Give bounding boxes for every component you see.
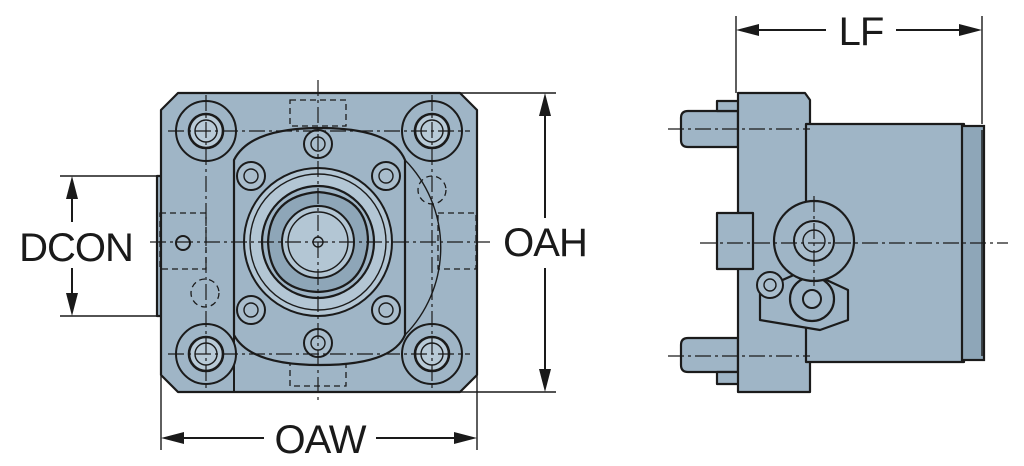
screw-upper-right <box>371 161 401 191</box>
front-view <box>150 80 490 400</box>
side-view <box>668 91 1008 394</box>
side-port <box>175 235 191 251</box>
lf-label: LF <box>839 10 884 54</box>
dcon-label: DCON <box>19 226 133 270</box>
screw-lower-right <box>371 295 401 325</box>
screw-lower-left <box>236 295 266 325</box>
screw-upper-left <box>236 161 266 191</box>
dimensions: OAW OAH DCON LF <box>19 10 983 462</box>
oaw-label: OAW <box>274 418 366 462</box>
pin-bottom <box>679 336 740 374</box>
oah-label: OAH <box>503 221 587 265</box>
